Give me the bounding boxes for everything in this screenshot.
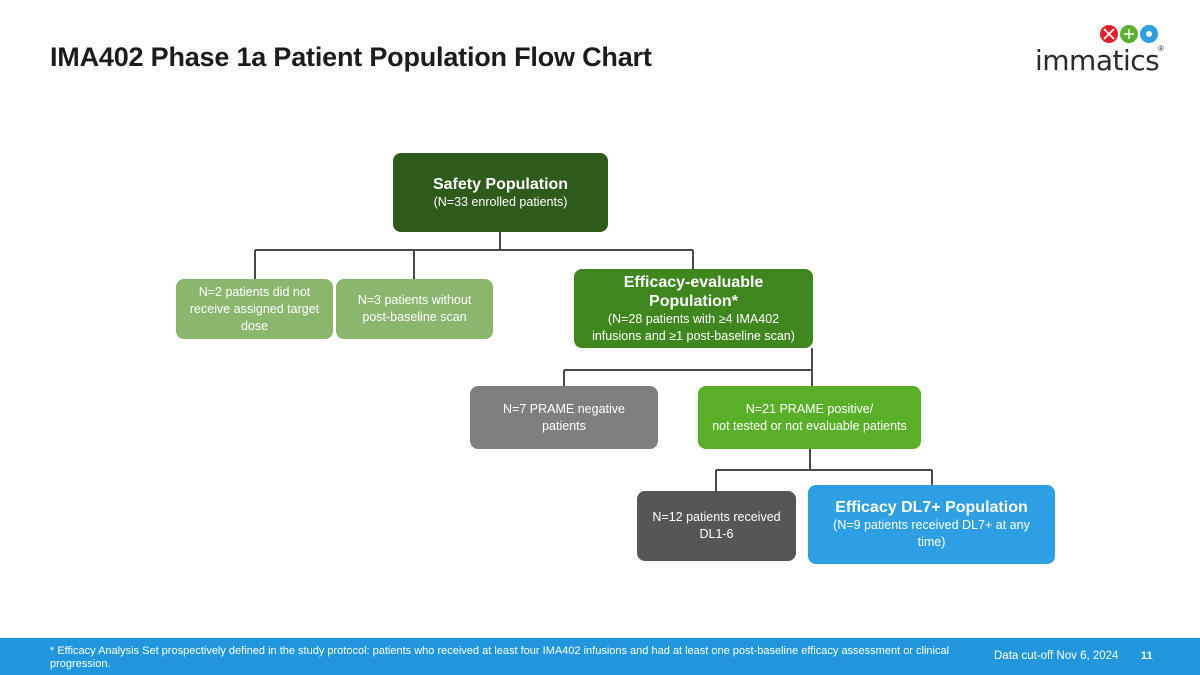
- safety-population-node: Safety Population (N=33 enrolled patient…: [393, 153, 608, 232]
- data-cutoff: Data cut-off Nov 6, 2024: [994, 650, 1119, 662]
- company-logo: immatics ®: [1035, 24, 1165, 77]
- no-post-baseline-scan-text: N=3 patients without post-baseline scan: [357, 293, 472, 324]
- prame-negative-text: N=7 PRAME negative patients: [503, 401, 625, 433]
- safety-population-count: (N=33 enrolled patients): [433, 194, 568, 209]
- page-title: IMA402 Phase 1a Patient Population Flow …: [50, 42, 652, 72]
- efficacy-dl7-count: (N=9 patients received DL7+ at any time): [833, 518, 1030, 549]
- safety-population-title: Safety Population: [432, 175, 569, 193]
- no-post-baseline-scan-node: N=3 patients without post-baseline scan: [336, 279, 493, 339]
- efficacy-dl7-node: Efficacy DL7+ Population (N=9 patients r…: [808, 485, 1055, 564]
- prame-positive-node: N=21 PRAME positive/ not tested or not e…: [698, 386, 921, 449]
- efficacy-dl7-title: Efficacy DL7+ Population: [835, 499, 1028, 516]
- dl1-6-text: N=12 patients received DL1-6: [652, 510, 781, 541]
- logo-dots-icon: [1100, 25, 1158, 43]
- footer-bar: * Efficacy Analysis Set prospectively de…: [0, 638, 1200, 675]
- efficacy-evaluable-title: Efficacy-evaluable Population*: [623, 273, 764, 310]
- efficacy-evaluable-node: Efficacy-evaluable Population* (N=28 pat…: [574, 269, 813, 348]
- prame-negative-node: N=7 PRAME negative patients: [470, 386, 658, 449]
- efficacy-evaluable-count: (N=28 patients with ≥4 IMA402 infusions …: [592, 311, 795, 343]
- footnote: * Efficacy Analysis Set prospectively de…: [50, 645, 950, 670]
- logo-text: immatics: [1035, 44, 1160, 77]
- prame-positive-line1: N=21 PRAME positive/: [745, 401, 874, 416]
- no-target-dose-text: N=2 patients did not receive assigned ta…: [189, 284, 320, 333]
- dl1-6-node: N=12 patients received DL1-6: [637, 491, 796, 561]
- prame-positive-line2: not tested or not evaluable patients: [712, 418, 907, 433]
- page-number: 11: [1141, 650, 1153, 662]
- no-target-dose-node: N=2 patients did not receive assigned ta…: [176, 279, 333, 339]
- logo-registered-mark: ®: [1158, 44, 1164, 53]
